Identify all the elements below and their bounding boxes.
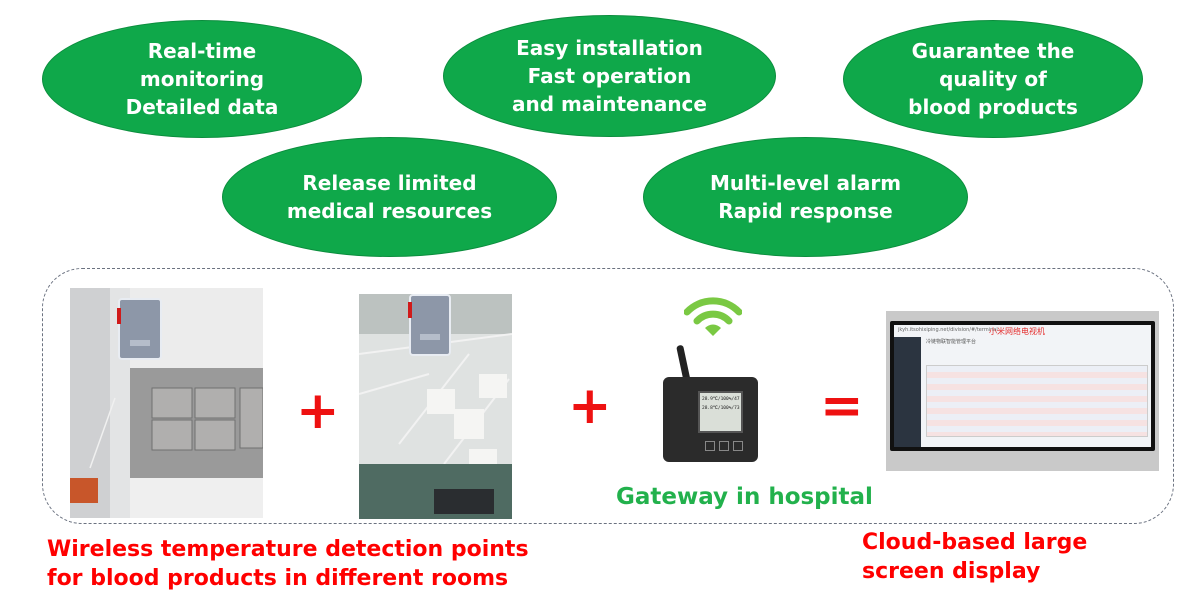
caption-line: screen display bbox=[862, 559, 1041, 584]
wifi-icon bbox=[684, 297, 742, 336]
feature-line: Release limited bbox=[302, 171, 477, 195]
gateway-screen: 28.9℃/100%/47 28.8℃/100%/73 bbox=[698, 391, 743, 433]
caption-line: for blood products in different rooms bbox=[47, 566, 509, 591]
freezer-photo-1 bbox=[70, 288, 263, 518]
gateway-button bbox=[733, 441, 743, 451]
feature-line: blood products bbox=[908, 95, 1078, 119]
data-table bbox=[926, 365, 1148, 437]
tv-label: 小米网络电视机 bbox=[989, 327, 1045, 336]
app-title: 冷链物联智能管理平台 bbox=[926, 339, 977, 345]
gateway-label: Gateway in hospital bbox=[616, 484, 873, 510]
feature-line: Fast operation bbox=[527, 64, 692, 88]
browser-url: jkyh.itsohixiping.net/division/#/termina… bbox=[898, 327, 998, 333]
feature-line: monitoring bbox=[139, 67, 265, 91]
sensor-caption: Wireless temperature detection points fo… bbox=[47, 535, 529, 593]
temperature-sensor-icon bbox=[408, 294, 451, 356]
gateway-button bbox=[705, 441, 715, 451]
freezer-illustration bbox=[70, 288, 263, 518]
feature-line: quality of bbox=[939, 67, 1047, 91]
feature-release-resources: Release limited medical resources bbox=[222, 137, 557, 257]
gateway-reading: 28.8℃/100%/73 bbox=[702, 406, 740, 411]
feature-line: Multi-level alarm bbox=[709, 171, 902, 195]
gateway-device: 28.9℃/100%/47 28.8℃/100%/73 bbox=[660, 344, 760, 465]
plus-operator: + bbox=[568, 376, 612, 436]
gateway-reading: 28.9℃/100%/47 bbox=[702, 397, 740, 402]
feature-line: Detailed data bbox=[125, 95, 279, 119]
equals-operator: = bbox=[820, 376, 864, 436]
feature-line: Easy installation bbox=[516, 36, 703, 60]
large-screen-photo: jkyh.itsohixiping.net/division/#/termina… bbox=[886, 311, 1159, 471]
feature-line: and maintenance bbox=[512, 92, 707, 116]
feature-line: Rapid response bbox=[718, 199, 893, 223]
temperature-sensor-icon bbox=[117, 298, 162, 360]
caption-line: Wireless temperature detection points bbox=[47, 537, 529, 562]
app-sidebar bbox=[894, 337, 921, 447]
feature-line: medical resources bbox=[286, 199, 493, 223]
system-flow-container bbox=[42, 268, 1174, 524]
feature-guarantee-quality: Guarantee the quality of blood products bbox=[843, 20, 1143, 138]
screen-display: jkyh.itsohixiping.net/division/#/termina… bbox=[894, 325, 1151, 447]
feature-line: Guarantee the bbox=[911, 39, 1075, 63]
gateway-button bbox=[719, 441, 729, 451]
freezer-photo-2 bbox=[359, 294, 512, 519]
plus-operator: + bbox=[296, 381, 340, 441]
display-caption: Cloud-based large screen display bbox=[862, 528, 1087, 586]
feature-line: Real-time bbox=[147, 39, 257, 63]
caption-line: Cloud-based large bbox=[862, 530, 1088, 555]
